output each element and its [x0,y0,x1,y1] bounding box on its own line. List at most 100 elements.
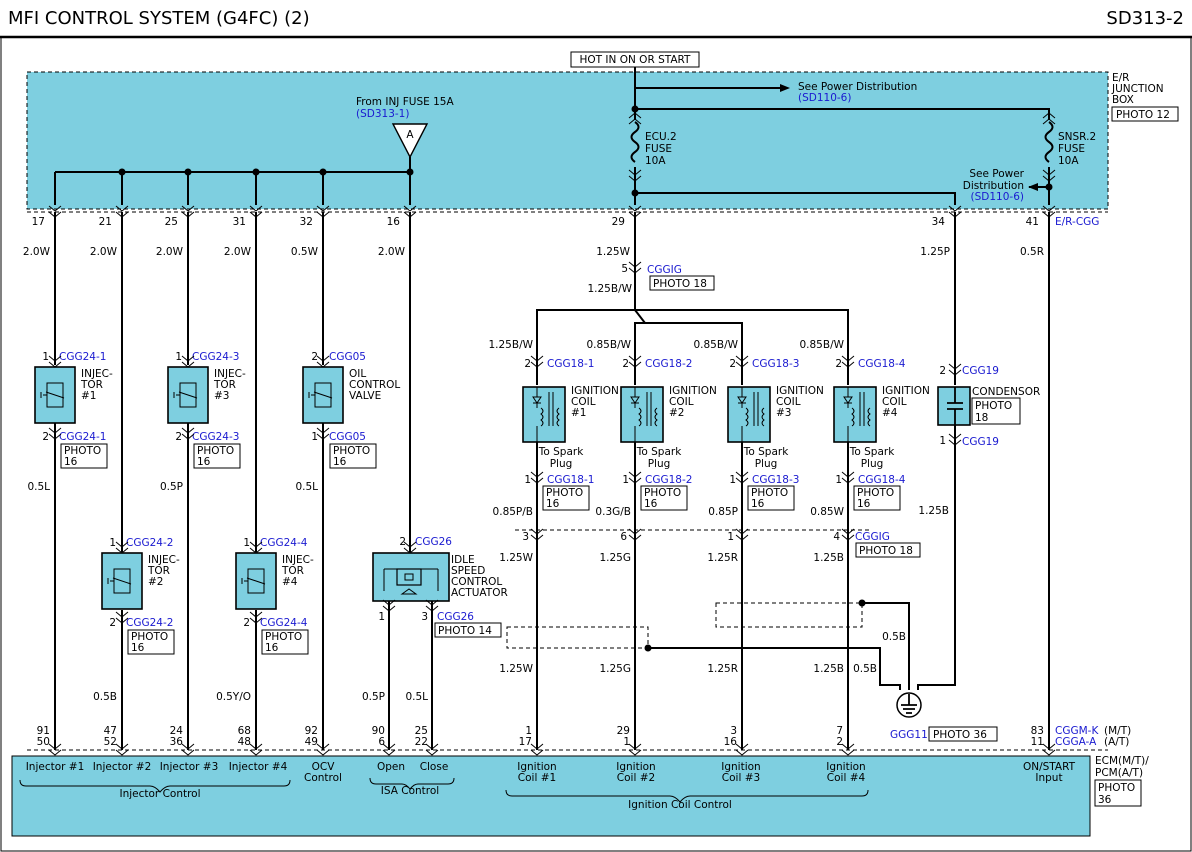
coil-wire-top-4: 0.85B/W [799,339,844,351]
connector-chevron-18 [48,427,62,440]
coil-wire-low2-1: 1.25W [499,663,533,675]
coil-transformer-icon-3 [737,387,765,442]
coil-num-4: #4 [882,407,898,419]
isa-pin-top: 2 [399,536,406,548]
injector-body-3 [167,366,209,424]
coil-ecm-b-4: 2 [836,736,843,748]
isa-name-1: IDLE [451,554,475,566]
ecm-cell-ign4b: Coil #4 [827,772,866,784]
connector-chevron-35 [735,528,749,541]
injector-photo-4-box [261,629,309,655]
coil-name2-2: COIL [669,396,694,408]
connector-chevron-19 [181,427,195,440]
injector-name2-2: TOR [147,565,170,577]
injector-wire-1: 0.5L [27,481,50,493]
coil-photo-1-num: 16 [546,498,560,510]
injector-conn-bot-2: CGG24-2 [126,617,173,629]
from-fuse-label: From INJ FUSE 15A [356,96,454,108]
connector-chevron-34 [628,528,642,541]
see-power-2a: See Power [969,168,1024,180]
junction-label-2: JUNCTION [1111,83,1164,95]
diagram-code: SD313-2 [1106,8,1184,29]
connector-chevron-22 [249,541,263,554]
top-wire-gauge-4: 0.5W [291,246,319,258]
cggig-bottom-name: CGGIG [855,531,890,543]
coil-photo-2-word: PHOTO [644,487,681,499]
coil-cggig-pin-1: 3 [522,531,529,543]
ecm-cggm-suffix: (M/T) [1104,725,1131,737]
coil-transformer-icon-2 [630,387,658,442]
injector-ecm-a-4: 68 [238,725,251,737]
spark-plug-2-3: Plug [755,458,778,470]
coil-photo-4-word: PHOTO [857,487,894,499]
top-wire-gauge-7: 1.25P [920,246,950,258]
injector-name-1: INJEC- [81,368,113,380]
injector-pin-bot-4: 2 [243,617,250,629]
diagram-title: MFI CONTROL SYSTEM (G4FC) (2) [8,8,310,29]
coil-photo-1-box [542,485,590,511]
connector-chevron-5 [403,205,417,218]
ocv-ecm-b: 49 [305,736,318,748]
top-pin-21: 21 [99,216,112,228]
coil-ecm-b-2: 1 [623,736,630,748]
coil-wire-mid-1: 0.85P/B [493,506,533,518]
ecm-label-2: PCM(A/T) [1095,767,1143,779]
ecm-cell-inj3: Injector #3 [160,761,219,773]
coil-photo-2-num: 16 [644,498,658,510]
connector-chevron-43 [425,743,439,756]
ecm-group-ign: Ignition Coil Control [628,799,732,811]
injector-photo-3-word: PHOTO [197,445,234,457]
top-pin-32: 32 [300,216,313,228]
ecm-on-pin-a: 83 [1031,725,1044,737]
junction-label-3: BOX [1112,94,1134,106]
ecm-photo-2: 36 [1098,794,1112,806]
top-wire-gauge-8: 0.5R [1020,246,1044,258]
ocv-pin-top: 2 [311,351,318,363]
connector-chevron-24 [249,611,263,624]
connector-chevron-4 [316,205,330,218]
connector-chevron-20 [316,427,330,440]
coil-pin-top-1: 2 [524,358,531,370]
connector-chevron-38 [115,743,129,756]
ecm-cell-ocv1: OCV [312,761,336,773]
ecu-fuse-3: 10A [645,155,666,167]
connector-chevron-17 [316,355,330,368]
top-wire-gauge-3: 2.0W [224,246,252,258]
spark-plug-2-4: Plug [861,458,884,470]
coil-ecm-a-2: 29 [617,725,630,737]
top-wire-gauge-1: 2.0W [90,246,118,258]
coil-conn-top-1: CGG18-1 [547,358,594,370]
injector-num-2: #2 [148,576,163,588]
injector-name2-3: TOR [213,379,236,391]
connector-chevron-7 [948,205,962,218]
ecm-label-1: ECM(M/T)/ [1095,755,1149,767]
connector-chevron-31 [841,471,855,484]
coil-cggig-pin-4: 4 [833,531,840,543]
ocv-ecm-a: 92 [305,725,318,737]
injector-photo-1-word: PHOTO [64,445,101,457]
coil-name-3: IGNITION [776,385,824,397]
top-pin-34: 34 [932,216,946,228]
injector-name2-4: TOR [281,565,304,577]
spark-plug-2-2: Plug [648,458,671,470]
solenoid-icon-4 [241,568,266,594]
coil-pin-bot-4: 1 [835,474,842,486]
ecm-cell-ign2a: Ignition [616,761,655,773]
isa-pin-l: 1 [378,611,385,623]
connector-chevron-30 [735,471,749,484]
injector-ecm-a-3: 24 [170,725,184,737]
ecm-cggm: CGGM-K [1055,725,1099,737]
injector-ecm-a-2: 47 [104,725,117,737]
injector-name-2: INJEC- [148,554,180,566]
isa-wire-l: 0.5P [362,691,385,703]
isa-ecm-l-a: 90 [372,725,385,737]
coil-pin-top-2: 2 [622,358,629,370]
coil-wire-low-1: 1.25W [499,552,533,564]
coil-photo-3-box [747,485,795,511]
injector-pin-top-1: 1 [42,351,49,363]
connector-chevron-11 [628,355,642,368]
connector-chevron-3 [249,205,263,218]
